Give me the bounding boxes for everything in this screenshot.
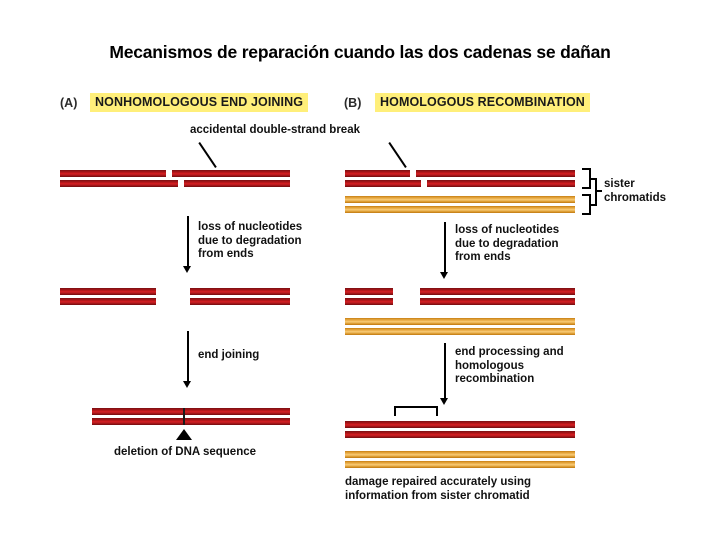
arrow-b-step2-line (444, 343, 446, 400)
dna-strand-a3-top (92, 408, 290, 415)
dna-strand-a1-bottom-left (60, 180, 178, 187)
dna-strand-b1-bottom-left (345, 180, 421, 187)
panel-a-tag: (A) (60, 96, 78, 110)
dna-strand-a2-left-bottom (60, 298, 156, 305)
break-leader-line-a (198, 142, 217, 168)
dna-strand-b1-bottom-right (427, 180, 575, 187)
dna-strand-a1-top-right (172, 170, 290, 177)
sister-bracket-connector-bottom (589, 204, 597, 206)
panel-b-step1-label: loss of nucleotides due to degradation f… (455, 224, 560, 263)
dna-strand-b3-bottom (345, 431, 575, 438)
arrow-a-step2-head (183, 381, 191, 388)
arrow-b-step1-head (440, 272, 448, 279)
dna-strand-b2-right-top (420, 288, 575, 295)
panel-b-step2-label: end processing and homologous recombinat… (455, 346, 564, 385)
dna-repair-figure: (A) NONHOMOLOGOUS END JOINING (B) HOMOLO… (0, 88, 720, 518)
deletion-triangle-icon (176, 429, 192, 440)
page-title: Mecanismos de reparación cuando las dos … (109, 42, 611, 62)
dna-strand-a3-bottom (92, 418, 290, 425)
sister-bracket-spine (595, 178, 597, 206)
panel-b-tag: (B) (344, 96, 362, 110)
dna-strand-b1-sister-bottom (345, 206, 575, 213)
dna-strand-b3-sister-bottom (345, 461, 575, 468)
panel-a-outcome-label: deletion of DNA sequence (113, 446, 257, 458)
dna-strand-b1-top-right (416, 170, 575, 177)
sister-bracket-connector-top (589, 178, 597, 180)
panel-b-header: HOMOLOGOUS RECOMBINATION (375, 93, 590, 112)
arrow-a-step1-head (183, 266, 191, 273)
deletion-tick-mark (183, 408, 185, 425)
sister-bracket-stem (595, 190, 602, 192)
dna-strand-b3-sister-top (345, 451, 575, 458)
arrow-a-step1-line (187, 216, 189, 268)
dna-strand-b3-top (345, 421, 575, 428)
dna-strand-b1-sister-top (345, 196, 575, 203)
dna-strand-b1-top-left (345, 170, 410, 177)
dna-strand-b2-right-bottom (420, 298, 575, 305)
break-leader-line-b (388, 142, 407, 168)
panel-a-header: NONHOMOLOGOUS END JOINING (90, 93, 309, 112)
arrow-b-step1-line (444, 222, 446, 274)
dna-strand-b2-sister-bottom (345, 328, 575, 335)
double-strand-break-label: accidental double-strand break (190, 124, 360, 136)
dna-strand-a2-left-top (60, 288, 156, 295)
arrow-b-step2-head (440, 398, 448, 405)
repaired-region-bracket (394, 406, 438, 416)
dna-strand-b2-sister-top (345, 318, 575, 325)
arrow-a-step2-line (187, 331, 189, 383)
dna-strand-b2-left-bottom (345, 298, 393, 305)
dna-strand-a2-right-top (190, 288, 290, 295)
dna-strand-a1-top-left (60, 170, 166, 177)
panel-a-step2-label: end joining (198, 349, 260, 361)
sister-chromatids-label: sister chromatids (604, 178, 666, 204)
dna-strand-a1-bottom-right (184, 180, 290, 187)
panel-a-step1-label: loss of nucleotides due to degradation f… (198, 221, 303, 260)
dna-strand-b2-left-top (345, 288, 393, 295)
panel-b-outcome-label: damage repaired accurately using informa… (345, 476, 531, 502)
dna-strand-a2-right-bottom (190, 298, 290, 305)
